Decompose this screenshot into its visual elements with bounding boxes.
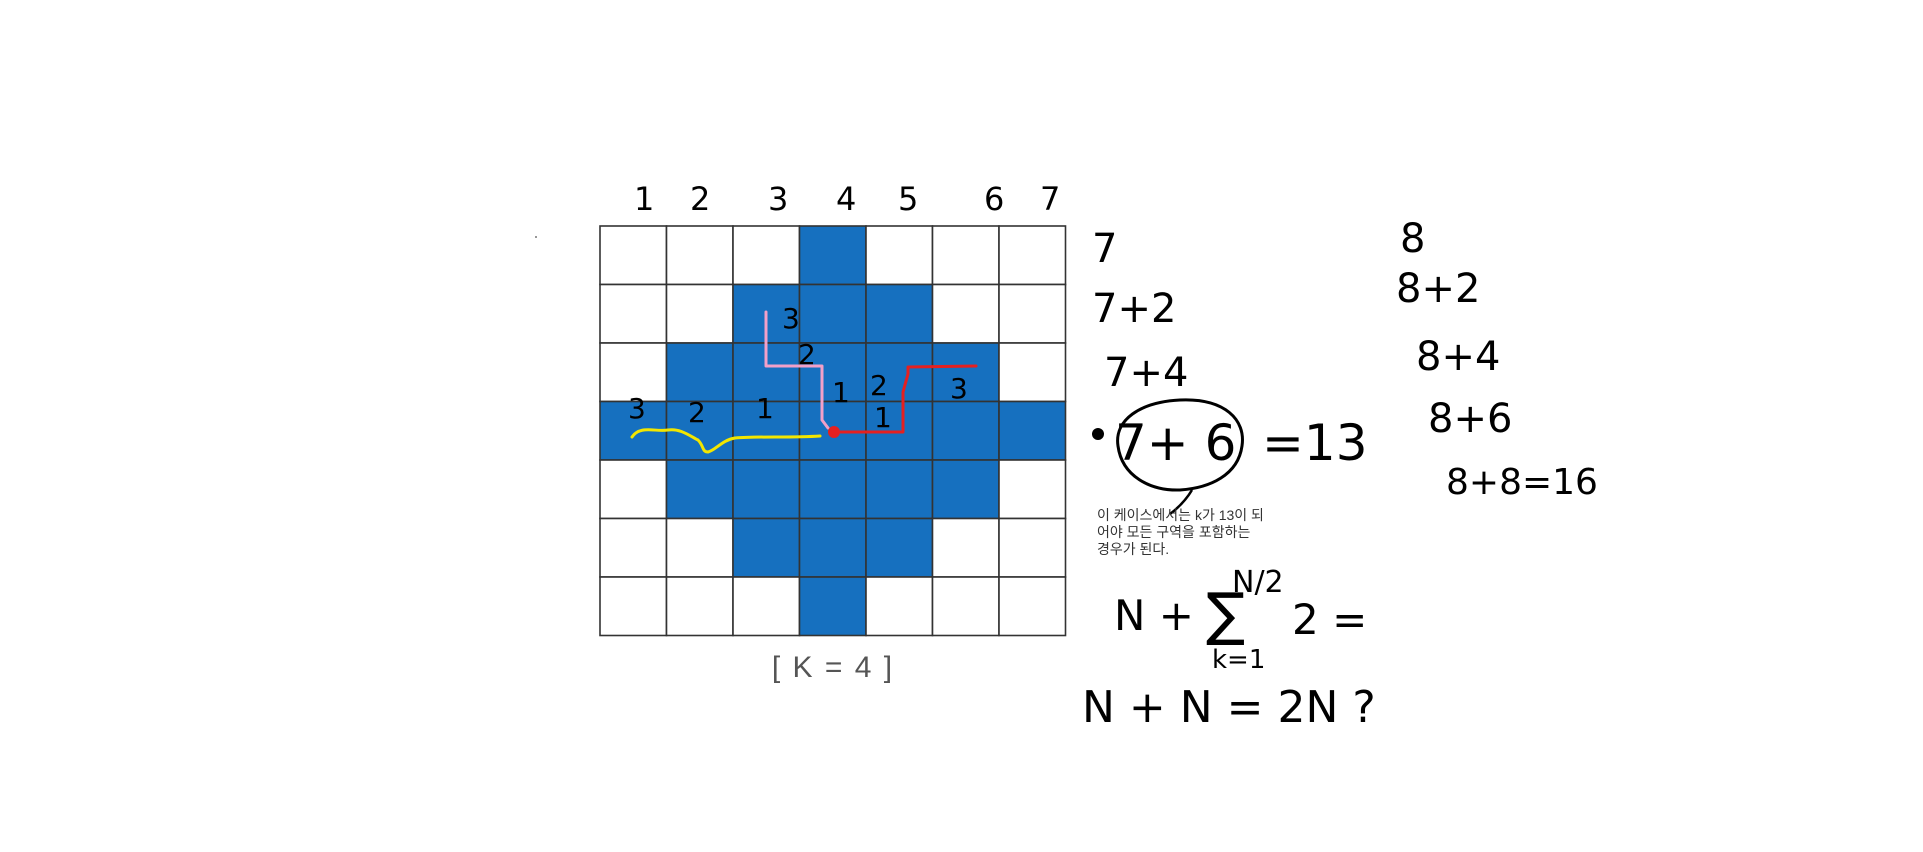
sum-lower-limit: k=1 bbox=[1212, 645, 1265, 675]
grid-cell-empty bbox=[665, 576, 734, 637]
start-point bbox=[828, 426, 840, 438]
grid-cell-filled bbox=[732, 517, 801, 578]
grid-cell-filled bbox=[931, 342, 1000, 403]
column-label-3: 3 bbox=[768, 180, 788, 218]
yellow-label-1: 1 bbox=[756, 392, 774, 425]
grid-cell-empty bbox=[931, 576, 1000, 637]
circle-pointer bbox=[1169, 489, 1194, 515]
column-label-7: 7 bbox=[1040, 180, 1060, 218]
left-sequence: 7 7+2 7+4 7+ 6 =13 bbox=[1092, 226, 1368, 472]
grid-cell-empty bbox=[665, 225, 734, 286]
grid-cell-empty bbox=[665, 517, 734, 578]
grid-cell-empty bbox=[732, 225, 801, 286]
formula-2: N + N = 2N ? bbox=[1082, 682, 1376, 733]
grid-cell-filled bbox=[931, 400, 1000, 461]
sigma-symbol: ∑ bbox=[1206, 580, 1245, 648]
column-label-2: 2 bbox=[690, 180, 710, 218]
formula-1-term: 2 = bbox=[1292, 595, 1367, 644]
red-path bbox=[831, 364, 978, 434]
grid-cell-empty bbox=[931, 225, 1000, 286]
column-label-5: 5 bbox=[898, 180, 918, 218]
grid-cell-filled bbox=[931, 459, 1000, 520]
pink-label-1: 1 bbox=[832, 376, 850, 409]
yellow-path bbox=[630, 428, 822, 454]
yellow-label-3: 3 bbox=[628, 392, 646, 425]
grid-cell-empty bbox=[931, 517, 1000, 578]
yellow-label-2: 2 bbox=[688, 396, 706, 429]
grid-cell-empty bbox=[998, 459, 1067, 520]
grid-cell-filled bbox=[798, 342, 867, 403]
column-label-6: 6 bbox=[984, 180, 1004, 218]
seq-left-3: 7+4 bbox=[1104, 350, 1188, 396]
grid-cell-empty bbox=[998, 576, 1067, 637]
formula-sum: N + ∑ N/2 k=1 2 = bbox=[1114, 565, 1367, 675]
grid-cell-filled bbox=[798, 283, 867, 344]
grid-cell-empty bbox=[599, 576, 668, 637]
grid-cell-empty bbox=[998, 517, 1067, 578]
red-label-3: 3 bbox=[950, 372, 968, 405]
grid-cell-empty bbox=[998, 342, 1067, 403]
right-sequence: 8 8+2 8+4 8+6 8+8=16 bbox=[1396, 216, 1598, 503]
explanation-note: 이 케이스에서는 k가 13이 되어야 모든 구역을 포함하는 경우가 된다. bbox=[1097, 507, 1264, 557]
pink-label-2: 2 bbox=[798, 338, 816, 371]
formula-1-lhs: N + bbox=[1114, 591, 1194, 640]
seq-right-3: 8+4 bbox=[1416, 334, 1500, 380]
sum-upper-limit: N/2 bbox=[1232, 565, 1284, 600]
seq-left-1: 7 bbox=[1092, 226, 1117, 272]
grid-caption: [ K = 4 ] bbox=[772, 651, 894, 684]
grid-cell-filled bbox=[865, 459, 934, 520]
red-path-labels: 2 1 3 bbox=[870, 369, 968, 434]
grid-cell-filled bbox=[798, 576, 867, 637]
grid-cell-filled bbox=[865, 283, 934, 344]
seq-right-1: 8 bbox=[1400, 216, 1425, 262]
grid-cell-empty bbox=[732, 576, 801, 637]
grid-cell-empty bbox=[865, 225, 934, 286]
seq-right-4: 8+6 bbox=[1428, 396, 1512, 442]
grid-cell-empty bbox=[865, 576, 934, 637]
grid-cell-empty bbox=[599, 459, 668, 520]
grid-cell-empty bbox=[599, 517, 668, 578]
seq-right-5: 8+8=16 bbox=[1446, 462, 1598, 503]
column-label-4: 4 bbox=[836, 180, 856, 218]
yellow-path-labels: 3 2 1 bbox=[628, 392, 774, 429]
seq-right-2: 8+2 bbox=[1396, 266, 1480, 312]
red-label-2: 2 bbox=[870, 369, 888, 402]
grid-cell-empty bbox=[998, 283, 1067, 344]
grid-cell-filled bbox=[665, 342, 734, 403]
grid-cell-filled bbox=[732, 459, 801, 520]
grid-cell-filled bbox=[665, 459, 734, 520]
column-label-1: 1 bbox=[634, 180, 654, 218]
seq-left-result: =13 bbox=[1262, 414, 1368, 472]
stray-dot bbox=[535, 236, 537, 238]
grid-cell-filled bbox=[865, 342, 934, 403]
grid-cell-empty bbox=[599, 283, 668, 344]
grid-cell-filled bbox=[732, 342, 801, 403]
pink-path bbox=[764, 310, 830, 430]
grid-cell-filled bbox=[998, 400, 1067, 461]
grid-cell-empty bbox=[599, 225, 668, 286]
seq-left-4: 7+ 6 bbox=[1115, 414, 1236, 472]
grid-cell-filled bbox=[798, 225, 867, 286]
grid-cell-empty bbox=[931, 283, 1000, 344]
bullet-dot bbox=[1092, 428, 1104, 440]
grid-7x7 bbox=[599, 225, 1067, 637]
grid-cell-empty bbox=[998, 225, 1067, 286]
grid-cell-filled bbox=[798, 459, 867, 520]
grid-cell-filled bbox=[865, 517, 934, 578]
pink-label-3: 3 bbox=[782, 302, 800, 335]
pink-path-labels: 3 2 1 bbox=[782, 302, 850, 409]
seq-left-2: 7+2 bbox=[1092, 286, 1176, 332]
red-label-1: 1 bbox=[874, 401, 892, 434]
highlight-circle bbox=[1116, 398, 1244, 492]
grid-cell-empty bbox=[665, 283, 734, 344]
grid-cell-filled bbox=[798, 517, 867, 578]
